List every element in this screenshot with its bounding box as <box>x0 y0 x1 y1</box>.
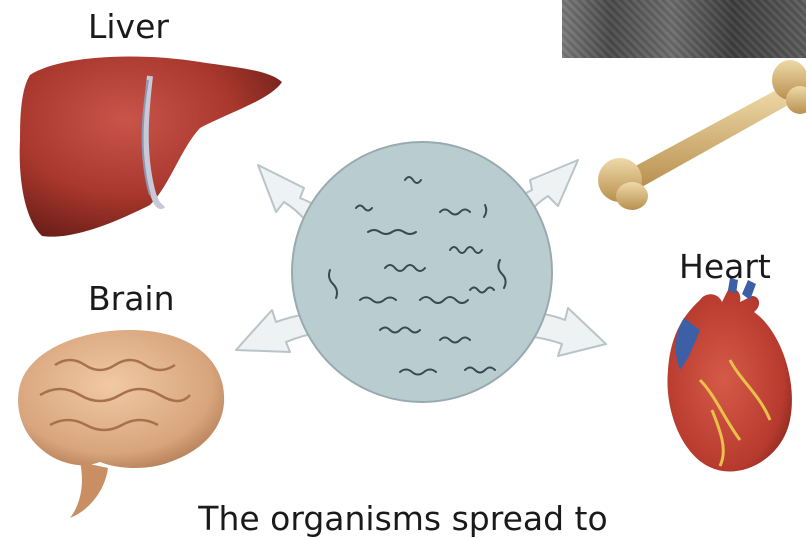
caption-text: The organisms spread to <box>0 502 806 535</box>
heart-icon <box>667 278 791 471</box>
brain-icon <box>18 330 224 518</box>
heart-label: Heart <box>679 250 771 283</box>
bacteria-culture-icon <box>292 142 552 402</box>
brain-label: Brain <box>88 282 175 315</box>
liver-icon <box>20 56 282 236</box>
bone-icon <box>598 60 806 210</box>
liver-label: Liver <box>88 10 169 43</box>
